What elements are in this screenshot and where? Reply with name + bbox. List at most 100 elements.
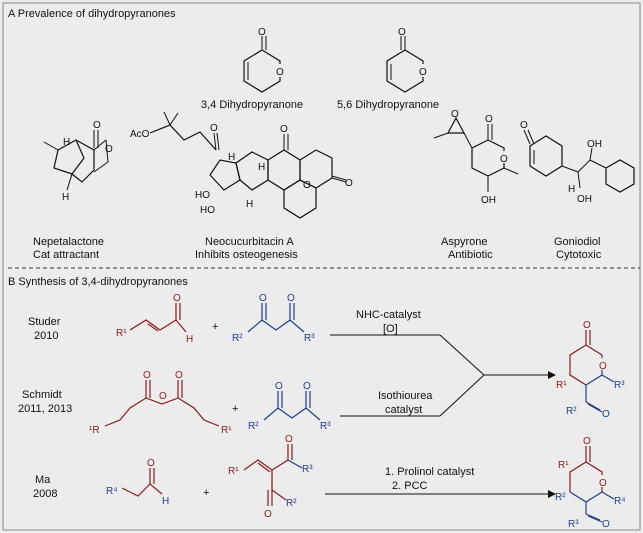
carbonyl-oxygen-label: O bbox=[398, 27, 406, 38]
panel-b-heading: B Synthesis of 3,4-dihydropyranones bbox=[8, 276, 188, 288]
studer-condition-1: NHC-catalyst bbox=[356, 309, 421, 321]
dihydropyranone-34-structure: O O bbox=[243, 27, 286, 93]
label-34-dihydropyranone: 3,4 Dihydropyranone bbox=[201, 99, 303, 111]
nepetalactone-structure: O O H H bbox=[43, 120, 113, 203]
atom-o: O bbox=[143, 370, 151, 381]
atom-r1: R¹ bbox=[556, 380, 567, 391]
nepetalactone-name: Nepetalactone bbox=[33, 236, 104, 248]
goniodiol-name: Goniodiol bbox=[554, 236, 600, 248]
atom-h: H bbox=[186, 334, 193, 345]
atom-o: O bbox=[303, 180, 311, 191]
atom-h: H bbox=[62, 192, 69, 203]
atom-ho: HO bbox=[195, 190, 210, 201]
atom-o: O bbox=[520, 120, 528, 131]
neocucurbitacin-activity: Inhibits osteogenesis bbox=[195, 249, 298, 261]
atom-oh: OH bbox=[577, 194, 592, 205]
converge-line-bottom bbox=[439, 374, 485, 417]
atom-o: O bbox=[264, 509, 272, 520]
aspyrone-name: Aspyrone bbox=[441, 236, 487, 248]
schmidt-author: Schmidt bbox=[22, 389, 62, 401]
atom-h: H bbox=[246, 199, 253, 210]
atom-r3: R³ bbox=[614, 380, 625, 391]
atom-o: O bbox=[280, 124, 288, 135]
product-dihydropyranone-lower: O O R¹ R² R⁴ O R³ bbox=[555, 436, 626, 530]
atom-r2: R² bbox=[555, 492, 566, 503]
neocucurbitacin-name: Neocucurbitacin A bbox=[205, 236, 294, 248]
studer-enal-structure: O H R¹ bbox=[116, 293, 193, 345]
dihydropyranone-56-structure: O O bbox=[386, 27, 429, 93]
atom-o: O bbox=[583, 320, 591, 331]
studer-author: Studer bbox=[28, 316, 61, 328]
ma-aldehyde-structure: O H R⁴ bbox=[106, 458, 169, 507]
atom-r4: R⁴ bbox=[106, 486, 118, 497]
label-56-dihydropyranone: 5,6 Dihydropyranone bbox=[337, 99, 439, 111]
atom-o: O bbox=[275, 381, 283, 392]
atom-ho: HO bbox=[200, 205, 215, 216]
atom-o: O bbox=[285, 434, 293, 445]
atom-o: O bbox=[210, 123, 218, 134]
ring-oxygen-label: O bbox=[419, 67, 427, 78]
atom-o: O bbox=[287, 293, 295, 304]
atom-h: H bbox=[162, 496, 169, 507]
ma-condition-1: 1. Prolinol catalyst bbox=[385, 466, 474, 478]
studer-condition-2: [O] bbox=[383, 323, 398, 335]
ma-alkylidene-structure: O R³ O R² R¹ bbox=[228, 434, 313, 520]
atom-o: O bbox=[147, 458, 155, 469]
atom-r1: R¹ bbox=[558, 460, 569, 471]
product-dihydropyranone-upper: O O R¹ R³ O R² bbox=[556, 320, 625, 420]
atom-r1: R¹ bbox=[228, 466, 239, 477]
atom-r4: R⁴ bbox=[614, 496, 626, 507]
atom-o: O bbox=[451, 109, 459, 120]
goniodiol-structure: O OH OH H bbox=[520, 120, 635, 205]
goniodiol-activity: Cytotoxic bbox=[556, 249, 602, 261]
atom-r2: R² bbox=[286, 498, 297, 509]
atom-oh: OH bbox=[481, 195, 496, 206]
atom-o: O bbox=[602, 409, 610, 420]
atom-r2: R² bbox=[232, 333, 243, 344]
atom-o: O bbox=[500, 154, 508, 165]
atom-h: H bbox=[63, 137, 70, 148]
atom-r1: R¹ bbox=[221, 425, 232, 436]
aspyrone-structure: O O O OH bbox=[433, 109, 519, 206]
atom-r3: R³ bbox=[320, 421, 331, 432]
atom-o: O bbox=[159, 391, 167, 402]
atom-o: O bbox=[173, 293, 181, 304]
atom-o: O bbox=[485, 114, 493, 125]
atom-oh: OH bbox=[587, 139, 602, 150]
atom-o: O bbox=[259, 293, 267, 304]
atom-r2: R² bbox=[248, 421, 259, 432]
ma-author: Ma bbox=[35, 474, 51, 486]
neocucurbitacin-a-structure: AcO O O O O HO HO H H H bbox=[130, 111, 353, 219]
atom-o: O bbox=[175, 370, 183, 381]
schmidt-condition-2: catalyst bbox=[385, 404, 422, 416]
atom-o: O bbox=[599, 478, 607, 489]
atom-o: O bbox=[583, 436, 591, 447]
atom-r1: ¹R bbox=[89, 425, 100, 436]
panel-a-heading: A Prevalence of dihydropyranones bbox=[8, 8, 176, 20]
atom-o: O bbox=[599, 361, 607, 372]
converge-line-top bbox=[439, 334, 485, 376]
aspyrone-activity: Antibiotic bbox=[448, 249, 493, 261]
atom-o: O bbox=[303, 381, 311, 392]
atom-o: O bbox=[93, 120, 101, 131]
atom-r2: R² bbox=[566, 406, 577, 417]
plus-sign: + bbox=[212, 321, 218, 333]
atom-r3: R³ bbox=[304, 333, 315, 344]
atom-aco: AcO bbox=[130, 129, 150, 140]
nepetalactone-activity: Cat attractant bbox=[33, 249, 99, 261]
schmidt-anhydride-structure: O O O ¹R R¹ bbox=[89, 370, 232, 436]
schmidt-year: 2011, 2013 bbox=[18, 403, 72, 415]
atom-h: H bbox=[228, 152, 235, 163]
ma-condition-2: 2. PCC bbox=[392, 480, 428, 492]
atom-h: H bbox=[258, 162, 265, 173]
schmidt-condition-1: Isothiourea bbox=[378, 390, 433, 402]
plus-sign: + bbox=[232, 403, 238, 415]
schmidt-diketone-structure: O O R² R³ bbox=[248, 381, 331, 432]
ma-year: 2008 bbox=[33, 488, 57, 500]
carbonyl-oxygen-label: O bbox=[258, 27, 266, 38]
studer-year: 2010 bbox=[34, 330, 58, 342]
atom-o: O bbox=[105, 144, 113, 155]
